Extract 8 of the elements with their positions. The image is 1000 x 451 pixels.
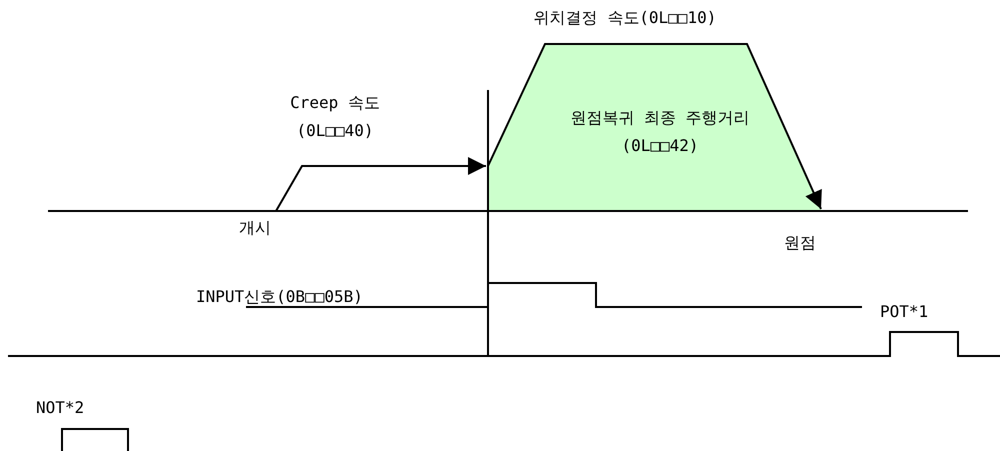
origin-label: 원점: [783, 232, 817, 254]
signal-label: POT*1: [880, 301, 930, 323]
start-label: 개시: [238, 217, 272, 239]
speed-label: 위치결정 속도(0L□□10): [532, 7, 718, 29]
speed-label: Creep 속도 (0L□□40): [289, 92, 381, 142]
signal-label: NOT*2: [36, 397, 86, 419]
signal-label: INPUT신호(0B□□05B): [196, 286, 364, 308]
distance-label: 원점복귀 최종 주행거리 (0L□□42): [569, 107, 751, 157]
